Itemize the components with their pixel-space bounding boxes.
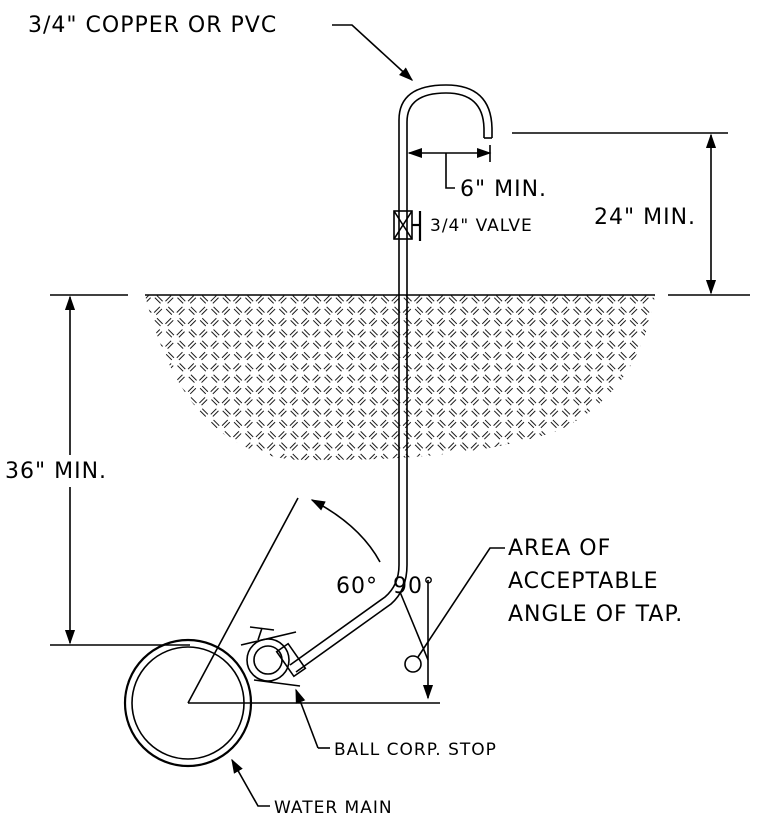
valve xyxy=(393,210,422,241)
water-main-leader xyxy=(231,758,270,807)
area-label-line3: ANGLE OF TAP. xyxy=(508,602,683,627)
angle-60-arc xyxy=(310,499,381,563)
ball-corp-stop xyxy=(240,626,307,687)
angle-high-label: 90° xyxy=(393,574,435,599)
area-callout-leader xyxy=(417,547,505,658)
pipe-material-leader xyxy=(332,24,414,81)
angle-low-label: 60° xyxy=(336,574,378,599)
area-label-line1: AREA OF xyxy=(508,536,611,561)
six-min-label: 6" MIN. xyxy=(460,177,547,202)
soil-hatch xyxy=(145,295,655,461)
area-label-line2: ACCEPTABLE xyxy=(508,569,659,594)
pipe-material-label: 3/4" COPPER OR PVC xyxy=(28,13,277,38)
corp-stop-leader xyxy=(295,688,319,749)
six-min-leader xyxy=(445,153,455,189)
service-pipe xyxy=(289,84,493,673)
depth-label: 36" MIN. xyxy=(5,459,107,484)
angle-60-line xyxy=(187,497,299,704)
valve-label: 3/4" VALVE xyxy=(430,216,533,236)
angle-90-arc xyxy=(399,591,429,661)
area-callout-circle xyxy=(404,655,422,673)
above-grade-label: 24" MIN. xyxy=(594,205,696,230)
water-main-label: WATER MAIN xyxy=(274,798,393,818)
corp-stop-label: BALL CORP. STOP xyxy=(334,740,497,760)
